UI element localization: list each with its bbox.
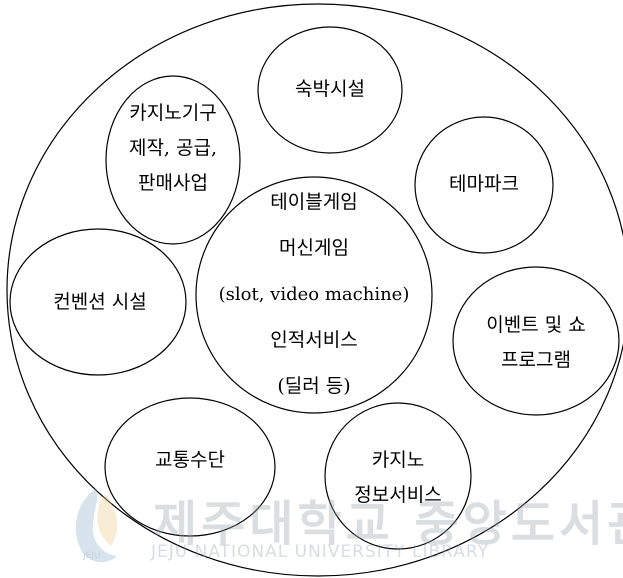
casino-equipment-label: 카지노기구 제작, 공급, 판매사업 (100, 96, 246, 201)
theme-park-node-circle (414, 116, 554, 254)
library-watermark: JEJU 제주대학교 중앙도서관 JEJU NATIONAL UNIVERSIT… (75, 484, 623, 576)
transportation-label: 교통수단 (130, 443, 250, 478)
center-line-3: (slot, video machine) (218, 284, 410, 305)
lodging-label: 숙박시설 (280, 72, 380, 107)
transportation-line-1: 교통수단 (155, 449, 225, 471)
watermark-subtitle: JEJU NATIONAL UNIVERSITY LIBRARY (151, 542, 489, 562)
lodging-node-circle (257, 26, 403, 154)
center-line-2: 머신게임 (279, 237, 349, 259)
casino-equipment-line-3: 판매사업 (138, 172, 208, 194)
casino-info-line-2: 정보서비스 (354, 484, 442, 506)
university-logo-icon: JEJU (75, 488, 118, 563)
theme-park-line-1: 테마파크 (449, 173, 519, 195)
center-label: 테이블게임 머신게임 (slot, video machine) 인적서비스 (… (196, 185, 432, 404)
events-node-circle (452, 266, 620, 416)
casino-equipment-line-1: 카지노기구 (129, 102, 217, 124)
casino-info-node-circle (324, 402, 472, 550)
events-label: 이벤트 및 쇼 프로그램 (458, 308, 614, 378)
convention-label: 컨벤션 시설 (20, 285, 180, 320)
center-node-circle (195, 176, 433, 414)
watermark-title: 제주대학교 중앙도서관 (153, 496, 623, 552)
casino-equipment-line-2: 제작, 공급, (128, 137, 218, 159)
university-logo-label: JEJU (82, 551, 101, 561)
events-line-1: 이벤트 및 쇼 (486, 314, 586, 336)
center-line-4: 인적서비스 (270, 329, 358, 351)
center-line-1: 테이블게임 (270, 191, 358, 213)
outer-boundary-circle (6, 3, 623, 577)
events-line-2: 프로그램 (501, 349, 571, 371)
theme-park-label: 테마파크 (430, 167, 538, 202)
transportation-node-circle (104, 397, 276, 537)
convention-node-circle (9, 228, 187, 376)
lodging-line-1: 숙박시설 (295, 78, 365, 100)
casino-info-line-1: 카지노 (371, 449, 425, 471)
center-line-5: (딜러 등) (277, 375, 351, 397)
convention-line-1: 컨벤션 시설 (53, 291, 147, 313)
casino-equipment-node-circle (105, 75, 241, 245)
casino-info-label: 카지노 정보서비스 (340, 443, 456, 513)
